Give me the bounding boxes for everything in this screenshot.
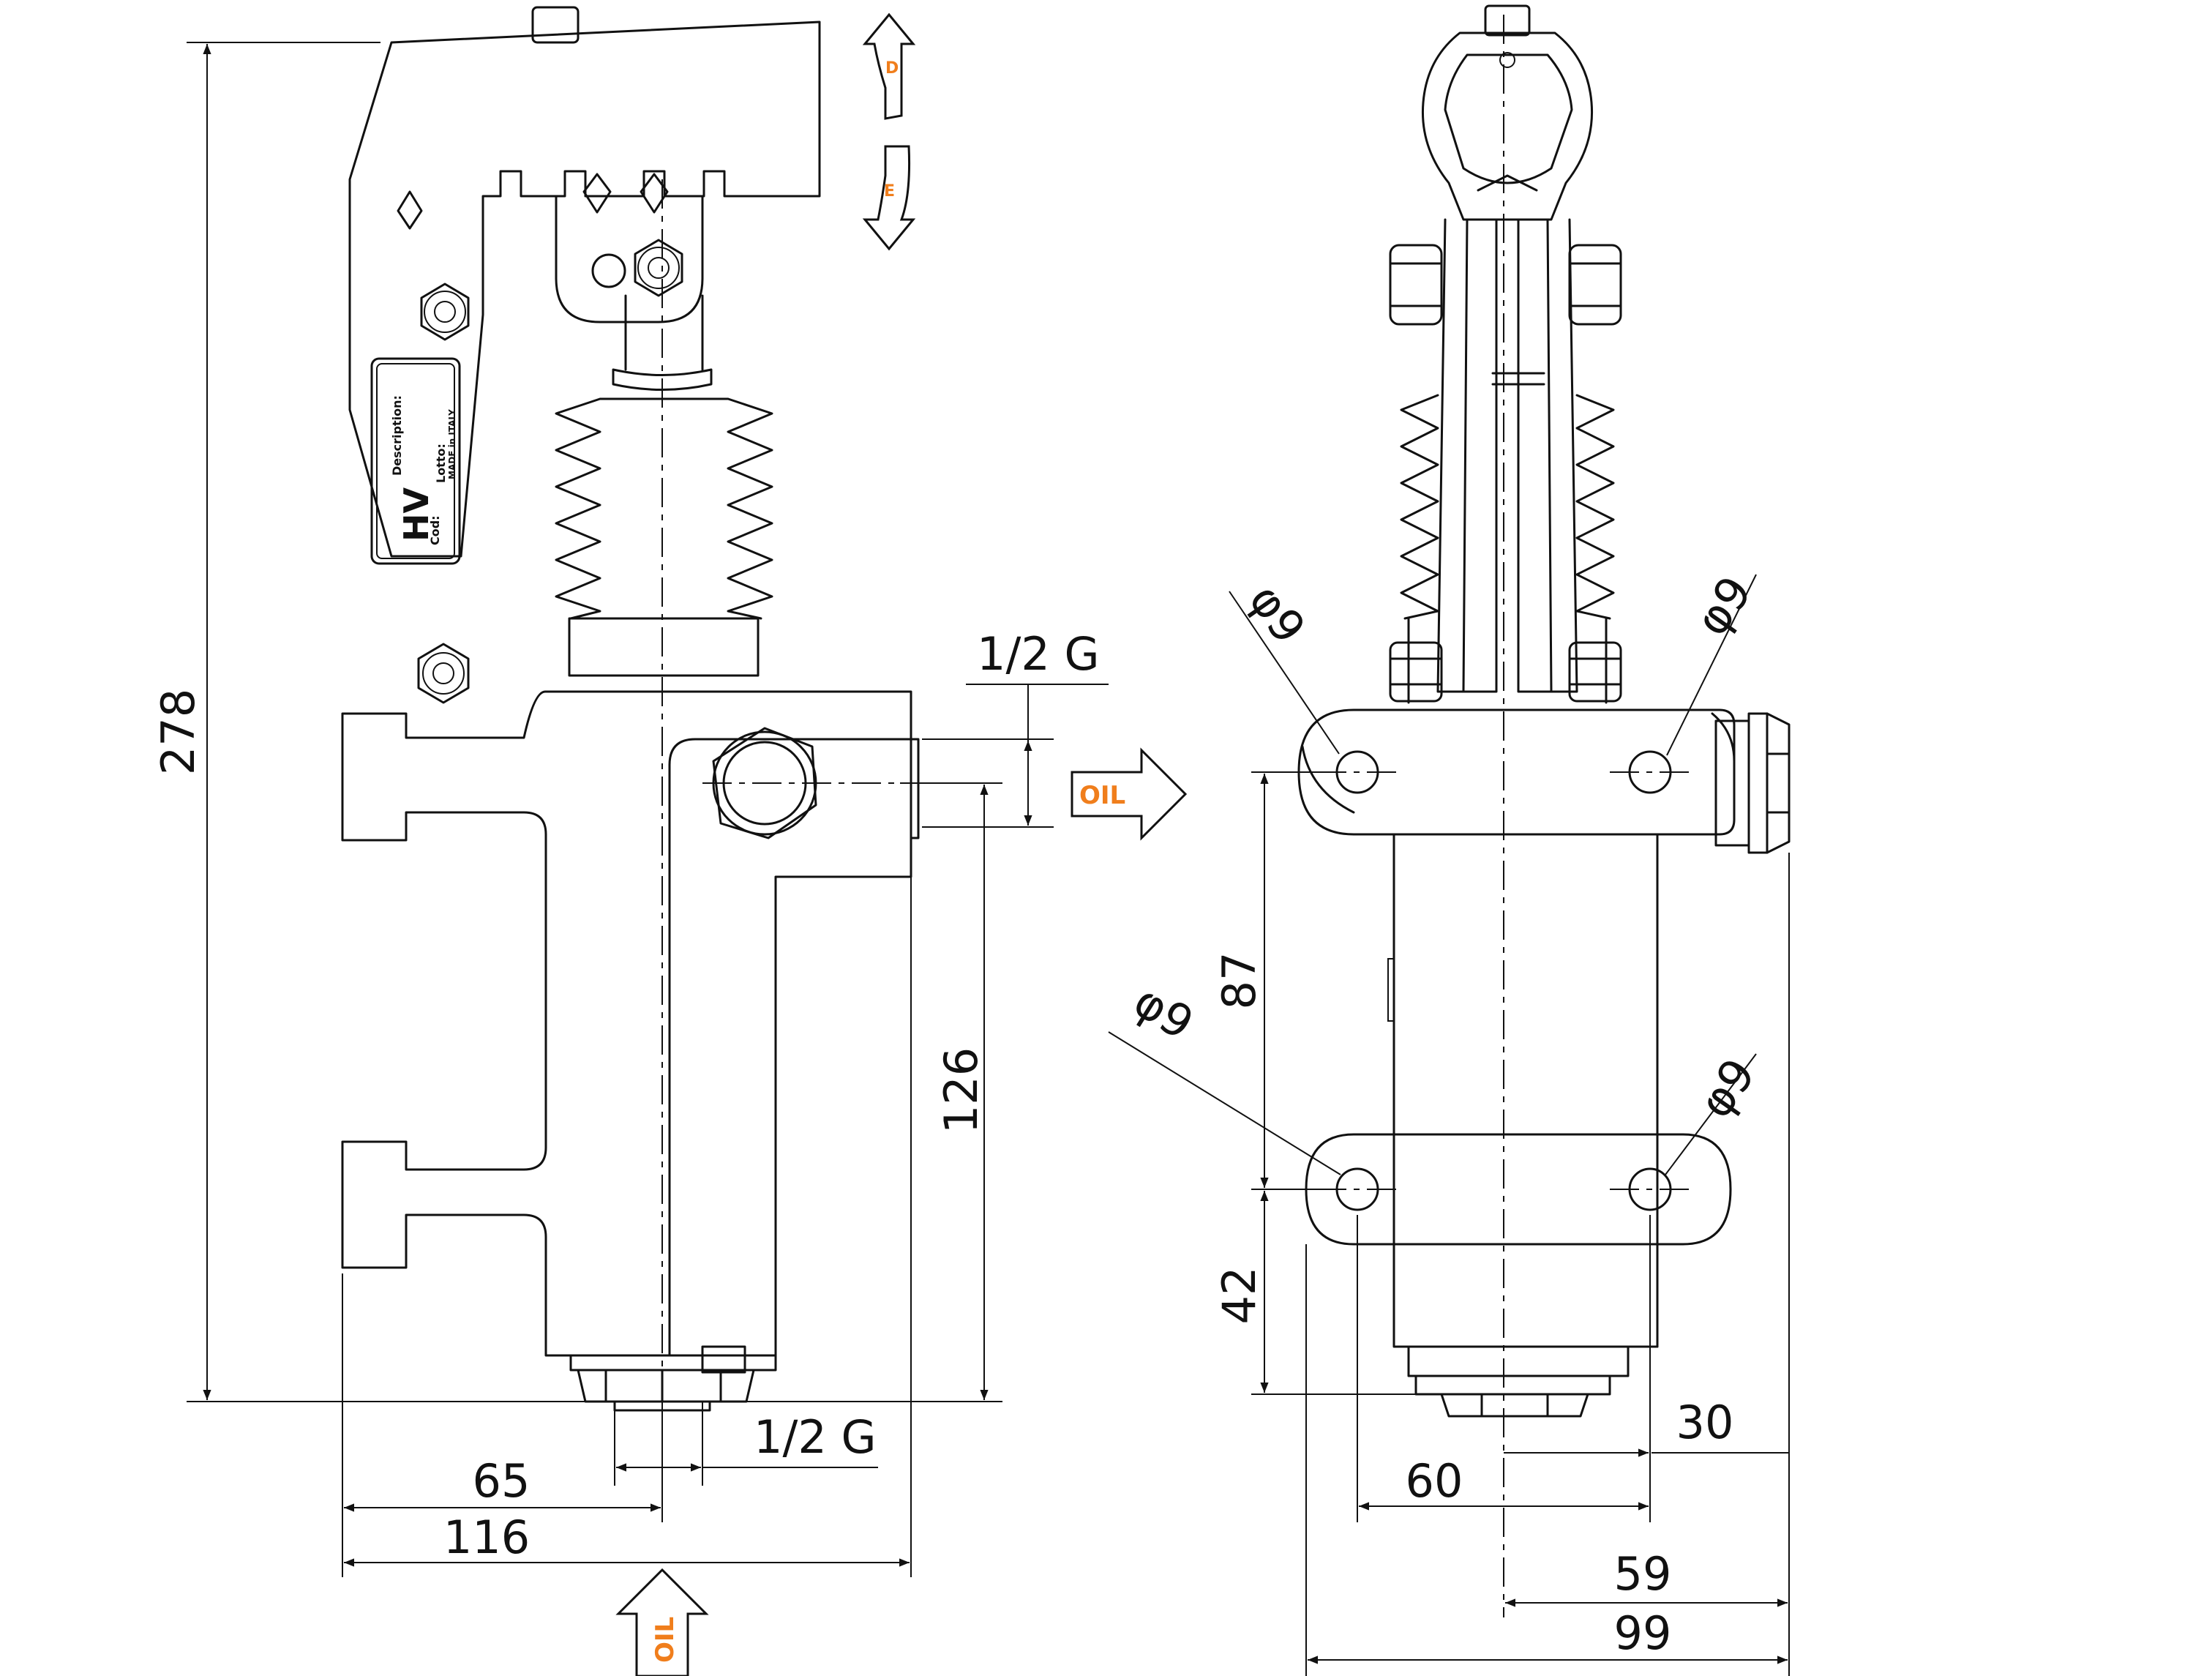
nameplate-description-label: Description:: [390, 395, 404, 476]
dim-hole-spacing-vertical: 87: [1212, 952, 1266, 1010]
stroke-up-arrow: D: [862, 12, 916, 120]
hole-label-top-left: φ9: [1239, 575, 1316, 654]
side-nut-upper-left: [1389, 244, 1443, 326]
side-pump-body: [1392, 833, 1659, 1348]
hex-nut-lower-left: [417, 643, 470, 704]
bellows-ring: [568, 617, 760, 677]
front-dimensions: 278 1/2 G 126 1/2 G 65 116: [151, 42, 1109, 1577]
dim-center-to-side: 59: [1614, 1547, 1672, 1601]
dim-offset-30: 30: [1676, 1396, 1734, 1449]
oil-outlet-label: OIL: [1079, 781, 1125, 810]
dim-side-port-thread: 1/2 G: [977, 627, 1100, 681]
side-hole-centerlines: [1317, 771, 1690, 1190]
side-links: [1436, 218, 1578, 693]
direction-d-letter: D: [885, 59, 899, 78]
hole-label-bottom-left: φ9: [1125, 974, 1203, 1050]
side-handle-top: [1421, 4, 1594, 221]
bellows-boot: [555, 397, 773, 620]
nameplate-cod-label: Cod:: [428, 515, 442, 545]
nameplate-origin: MADE in ITALY: [447, 409, 457, 479]
side-nut-upper-right: [1568, 244, 1622, 326]
piston-rod: [624, 294, 704, 371]
dim-front-overall-width: 116: [443, 1511, 530, 1564]
nameplate-brand: HV: [397, 487, 436, 542]
rod-collar: [612, 368, 713, 391]
pump-body: [341, 690, 920, 1357]
stroke-down-arrow: E: [862, 145, 916, 251]
dim-hole-to-base: 42: [1212, 1267, 1266, 1325]
dim-bottom-port-thread: 1/2 G: [754, 1410, 877, 1464]
side-view: φ9 φ9 φ9 φ9 87 42 30 60 59 99: [1108, 4, 1791, 1676]
side-bellows: [1400, 394, 1615, 704]
direction-e-letter: E: [884, 182, 895, 201]
hole-label-top-right: φ9: [1684, 566, 1762, 646]
bottom-port-fitting: [569, 1345, 777, 1412]
dim-side-overall-width: 99: [1614, 1606, 1672, 1660]
dim-hole-spacing-horizontal: 60: [1406, 1454, 1463, 1508]
dim-center-offset: 65: [473, 1454, 530, 1508]
side-body-notch: [1387, 958, 1395, 1022]
side-outlet-fitting: [1714, 712, 1791, 854]
side-nut-lower-left: [1389, 641, 1443, 703]
oil-inlet-label: OIL: [651, 1617, 680, 1663]
side-lower-mounting-bracket: [1305, 1133, 1732, 1246]
dim-port-height: 126: [934, 1047, 988, 1134]
front-view: HV Description: Lotto: Cod: MADE in ITAL…: [151, 6, 1188, 1676]
hex-nut-upper-center: [634, 239, 683, 297]
hole-label-bottom-right: φ9: [1688, 1049, 1766, 1128]
nameplate: HV Description: Lotto: Cod: MADE in ITAL…: [370, 357, 461, 565]
oil-inlet-arrow: OIL: [615, 1568, 709, 1676]
side-dimensions: 87 42 30 60 59 99: [1212, 771, 1790, 1676]
nameplate-lotto-label: Lotto:: [434, 444, 448, 483]
hex-nut-upper-left: [420, 283, 470, 341]
dim-overall-height: 278: [151, 689, 205, 775]
side-nut-lower-right: [1568, 641, 1622, 703]
side-bottom-fitting: [1407, 1345, 1630, 1418]
oil-outlet-arrow: OIL: [1071, 747, 1188, 841]
